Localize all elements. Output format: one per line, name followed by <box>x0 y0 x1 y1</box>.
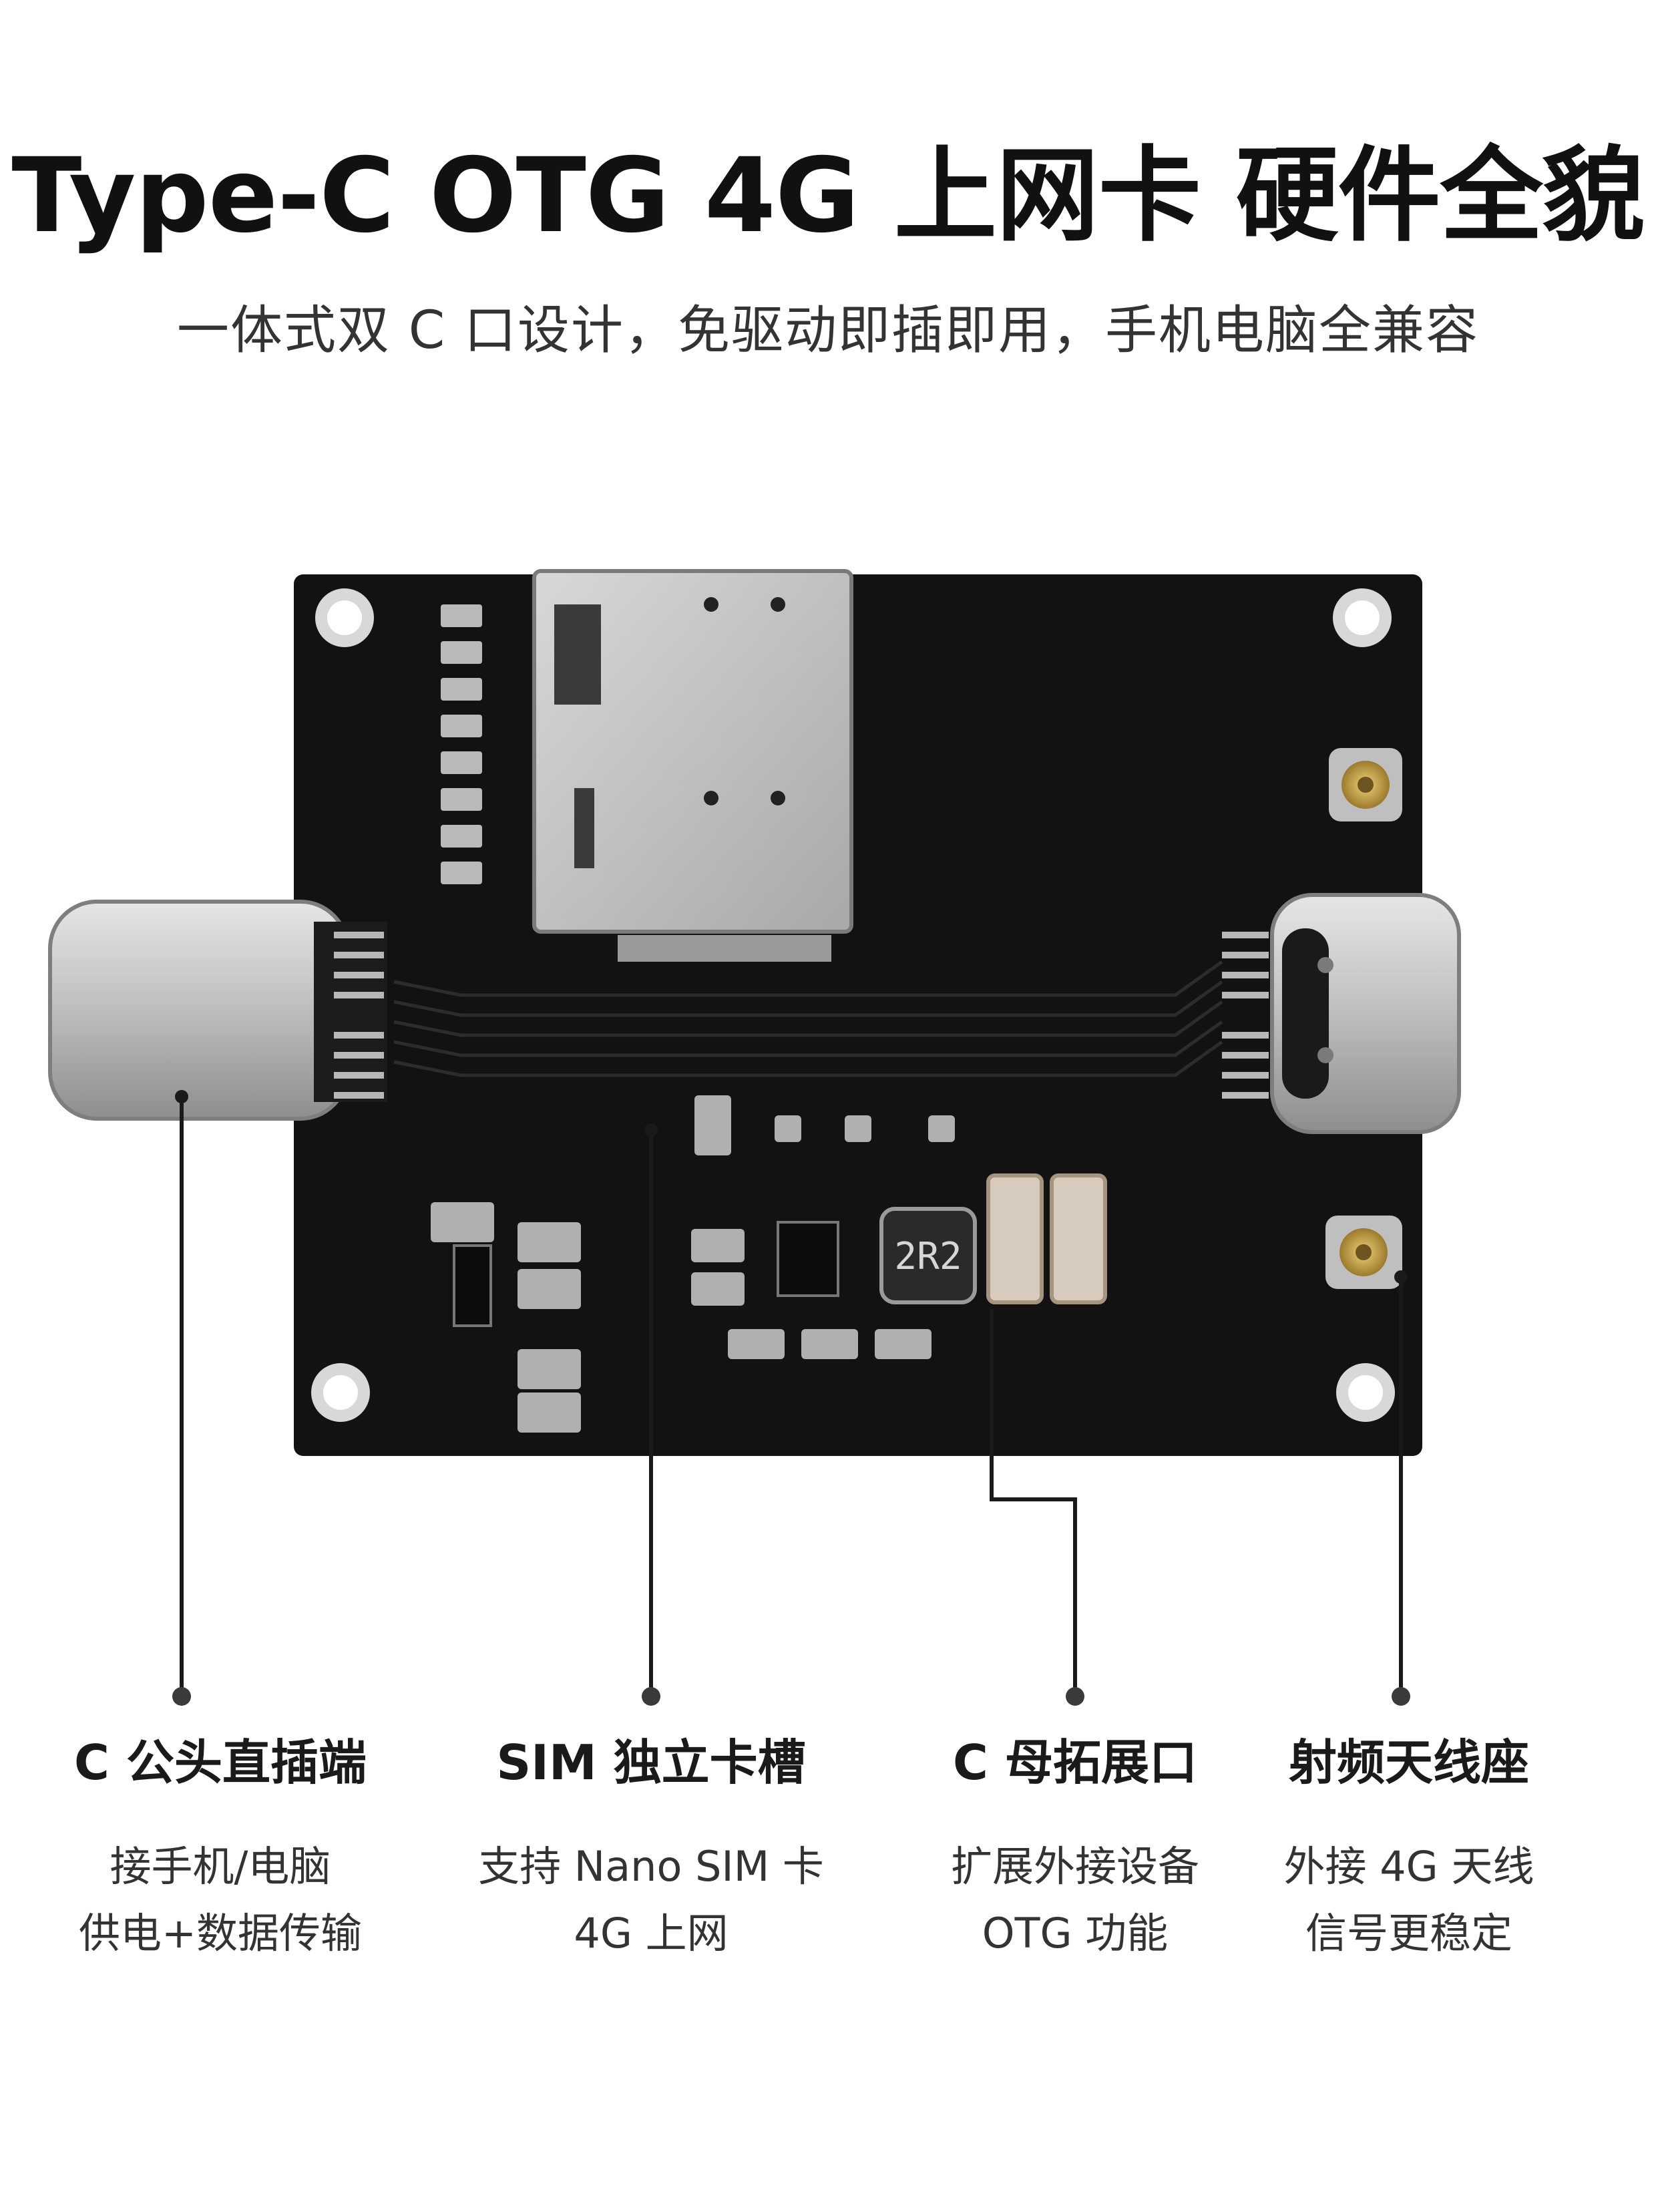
leader-dots <box>172 1090 1410 1706</box>
callout-line: 供电+数据传输 <box>79 1909 362 1958</box>
usb-c-male-plug <box>48 900 387 1121</box>
callout-line: 外接 4G 天线 <box>1283 1842 1534 1891</box>
usb-c-female-port <box>1222 893 1461 1134</box>
inductor-marking: 2R2 <box>894 1235 962 1278</box>
callout-title: SIM 独立卡槽 <box>496 1734 806 1791</box>
callout-title: 射频天线座 <box>1288 1734 1529 1791</box>
capacitor-column <box>441 604 482 884</box>
pcb-illustration: 2R2 <box>48 569 1461 1706</box>
callout-sim-slot: SIM 独立卡槽 支持 Nano SIM 卡 4G 上网 <box>444 1723 858 1967</box>
callout-line: 接手机/电脑 <box>110 1842 331 1891</box>
data-traces <box>393 960 1223 1077</box>
callout-rf-antenna: 射频天线座 外接 4G 天线 信号更稳定 <box>1202 1723 1616 1967</box>
leader-lines <box>180 1095 1403 1696</box>
callout-line: OTG 功能 <box>982 1909 1169 1958</box>
callout-line: 扩展外接设备 <box>950 1842 1199 1891</box>
callout-line: 信号更稳定 <box>1305 1909 1512 1958</box>
rf-antenna-connectors <box>1325 748 1402 1289</box>
page-subtitle: 一体式双 C 口设计，免驱动即插即用，手机电脑全兼容 <box>176 301 1480 361</box>
callout-line: 4G 上网 <box>574 1909 729 1958</box>
mounting-holes <box>311 588 1395 1422</box>
callout-line: 支持 Nano SIM 卡 <box>478 1842 824 1891</box>
callout-usb-c-male: C 公头直插端 接手机/电脑 供电+数据传输 <box>13 1723 427 1967</box>
callout-usb-c-female: C 母拓展口 扩展外接设备 OTG 功能 <box>868 1723 1282 1967</box>
smd-components <box>431 1095 955 1433</box>
callout-title: C 公头直插端 <box>74 1734 367 1791</box>
sim-card-slot <box>532 569 853 962</box>
power-components: 2R2 <box>777 1173 1107 1304</box>
page-title: Type-C OTG 4G 上网卡 硬件全貌 <box>11 136 1645 256</box>
callout-title: C 母拓展口 <box>953 1734 1197 1791</box>
